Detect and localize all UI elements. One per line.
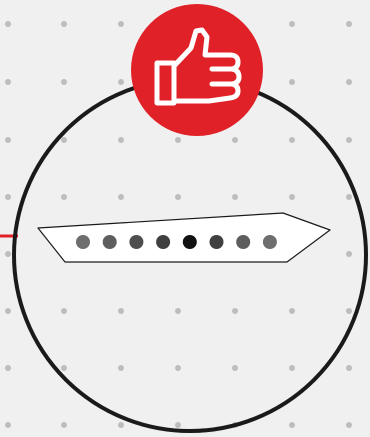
- grid-dot: [5, 137, 11, 143]
- grid-dot: [289, 137, 295, 143]
- indicator-dot: [236, 235, 250, 249]
- grid-dot: [175, 137, 181, 143]
- grid-dot: [5, 365, 11, 371]
- grid-dot: [346, 308, 352, 314]
- grid-dot: [118, 194, 124, 200]
- grid-dot: [346, 365, 352, 371]
- grid-dot: [175, 308, 181, 314]
- grid-dot: [118, 422, 124, 428]
- grid-dot: [289, 194, 295, 200]
- grid-dot: [5, 422, 11, 428]
- grid-dot: [5, 79, 11, 85]
- grid-dot: [61, 21, 67, 27]
- grid-dot: [118, 365, 124, 371]
- indicator-dot: [103, 235, 117, 249]
- grid-dot: [61, 194, 67, 200]
- grid-dot: [118, 308, 124, 314]
- grid-dot: [346, 21, 352, 27]
- grid-dot: [5, 251, 11, 257]
- grid-dot: [346, 194, 352, 200]
- grid-dot: [346, 422, 352, 428]
- grid-dot: [118, 137, 124, 143]
- grid-dot: [289, 422, 295, 428]
- grid-dot: [61, 365, 67, 371]
- grid-dot: [346, 251, 352, 257]
- grid-dot: [61, 422, 67, 428]
- indicator-dot: [263, 235, 277, 249]
- approval-badge: [131, 4, 263, 136]
- grid-dot: [289, 79, 295, 85]
- indicator-dot: [76, 235, 90, 249]
- grid-dot: [232, 365, 238, 371]
- grid-dot: [118, 21, 124, 27]
- grid-dot: [61, 137, 67, 143]
- grid-dot: [289, 308, 295, 314]
- grid-dot: [346, 137, 352, 143]
- grid-dot: [346, 79, 352, 85]
- indicator-dot: [156, 235, 170, 249]
- grid-dot: [5, 194, 11, 200]
- grid-dot: [289, 21, 295, 27]
- grid-dot: [289, 365, 295, 371]
- grid-dot: [5, 308, 11, 314]
- indicator-dot-active: [183, 235, 197, 249]
- indicator-dot: [129, 235, 143, 249]
- grid-dot: [175, 365, 181, 371]
- grid-dot: [118, 79, 124, 85]
- grid-dot: [61, 79, 67, 85]
- grid-dot: [5, 21, 11, 27]
- grid-dot: [232, 194, 238, 200]
- badge-circle: [131, 4, 263, 136]
- grid-dot: [175, 194, 181, 200]
- indicator-dot: [210, 235, 224, 249]
- grid-dot: [175, 422, 181, 428]
- grid-dot: [61, 308, 67, 314]
- grid-dot: [232, 308, 238, 314]
- grid-dot: [232, 137, 238, 143]
